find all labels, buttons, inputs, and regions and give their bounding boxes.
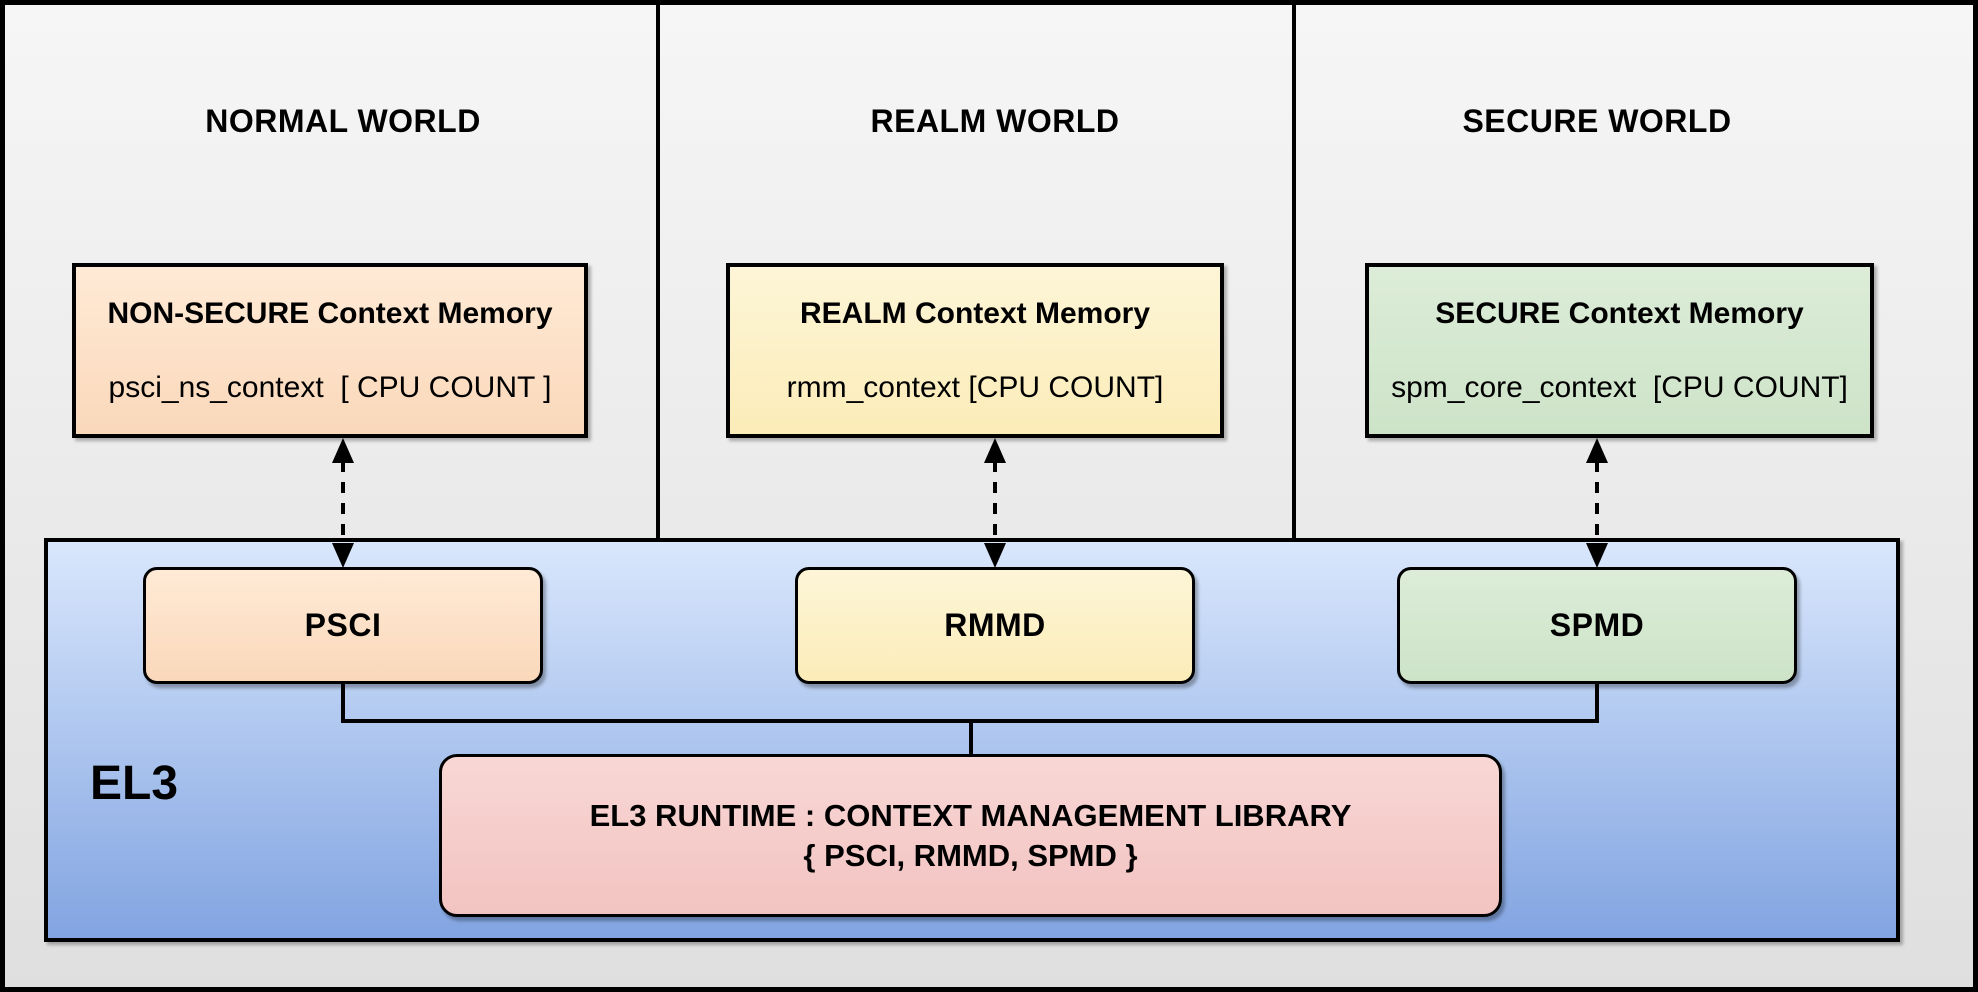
panel-divider-normal-realm: [656, 0, 660, 539]
context-memory-title: REALM Context Memory: [799, 296, 1151, 330]
runtime-library-box: EL3 RUNTIME : CONTEXT MANAGEMENT LIBRARY…: [439, 754, 1502, 917]
arrowhead-up-icon: [984, 438, 1006, 463]
context-memory-variable: psci_ns_context [ CPU COUNT ]: [108, 370, 552, 404]
panel-divider-realm-secure: [1292, 0, 1296, 539]
module-label-spmd: SPMD: [1549, 607, 1645, 643]
arrowhead-up-icon: [1586, 438, 1608, 463]
module-label-rmmd: RMMD: [944, 607, 1046, 643]
module-label-psci: PSCI: [304, 607, 382, 643]
module-box-psci: PSCI: [143, 567, 543, 684]
world-title-realm: REALM WORLD: [870, 103, 1120, 139]
context-memory-box-realm: REALM Context Memory rmm_context [CPU CO…: [726, 263, 1224, 438]
el3-region-label: EL3: [90, 757, 179, 810]
module-box-rmmd: RMMD: [795, 567, 1195, 684]
world-title-normal: NORMAL WORLD: [205, 103, 481, 139]
context-memory-variable: spm_core_context [CPU COUNT]: [1391, 370, 1848, 404]
arrowhead-up-icon: [332, 438, 354, 463]
context-memory-title: NON-SECURE Context Memory: [107, 296, 553, 330]
context-memory-title: SECURE Context Memory: [1435, 296, 1804, 330]
runtime-library-members: { PSCI, RMMD, SPMD }: [803, 838, 1138, 873]
context-memory-variable: rmm_context [CPU COUNT]: [786, 370, 1164, 404]
context-memory-box-secure: SECURE Context Memory spm_core_context […: [1365, 263, 1874, 438]
module-box-spmd: SPMD: [1397, 567, 1797, 684]
world-title-secure: SECURE WORLD: [1462, 103, 1732, 139]
runtime-library-title: EL3 RUNTIME : CONTEXT MANAGEMENT LIBRARY: [589, 798, 1352, 833]
context-memory-box-non-secure: NON-SECURE Context Memory psci_ns_contex…: [72, 263, 588, 438]
